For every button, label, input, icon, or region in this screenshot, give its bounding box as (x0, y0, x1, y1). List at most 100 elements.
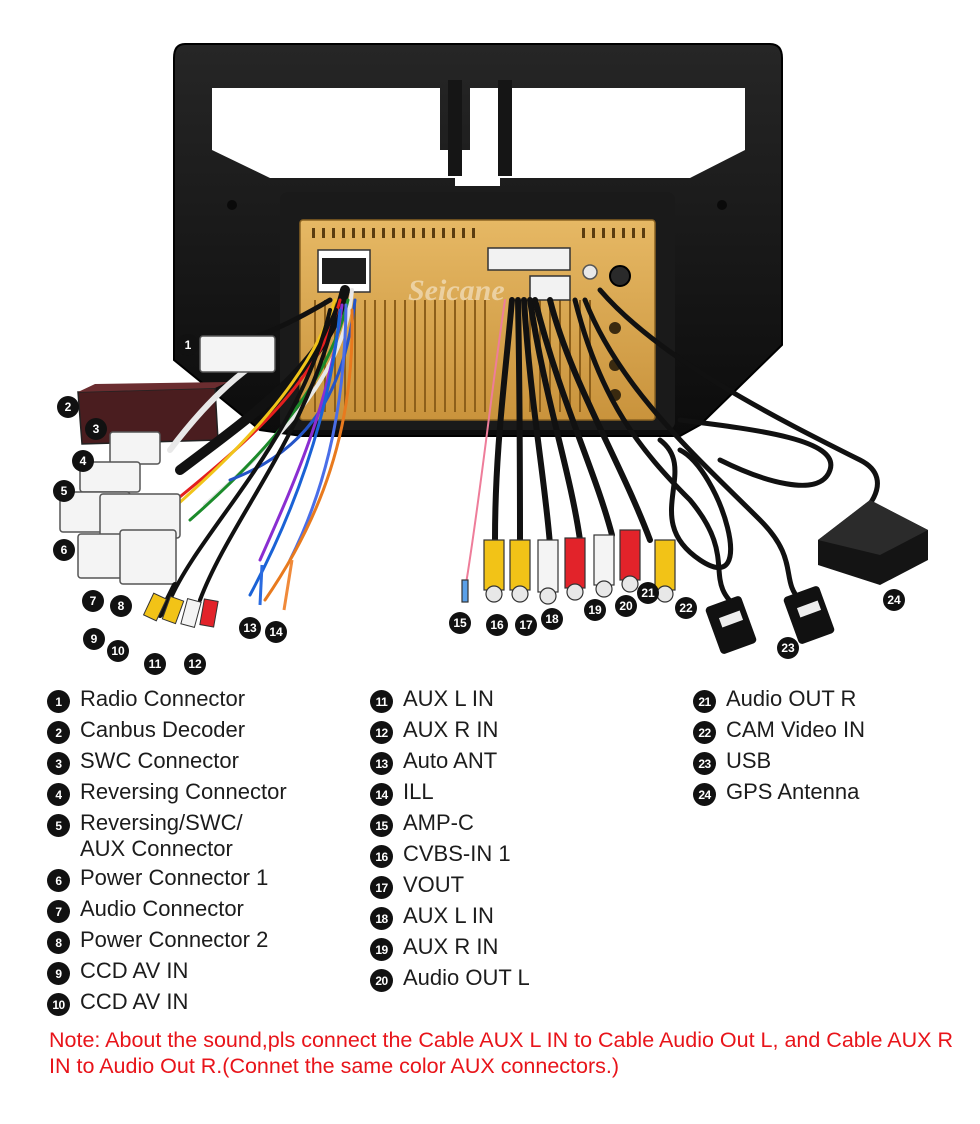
left-connectors (59, 335, 276, 585)
legend-label: CAM Video IN (726, 717, 865, 742)
legend-number: 20 (370, 969, 393, 992)
svg-text:9: 9 (91, 632, 98, 646)
legend-number: 5 (47, 814, 70, 837)
legend-number: 4 (47, 783, 70, 806)
legend-number: 10 (47, 993, 70, 1016)
callout-24: 24 (883, 589, 905, 611)
svg-text:19: 19 (588, 603, 602, 617)
legend-label: Audio OUT R (726, 686, 857, 711)
legend-number: 2 (47, 721, 70, 744)
head-unit-body (299, 219, 656, 421)
wiring-illustration: Seicane (53, 43, 928, 675)
legend-item: 21 Audio OUT R (693, 686, 865, 717)
legend-number: 21 (693, 690, 716, 713)
callout-12: 12 (184, 653, 206, 675)
svg-text:24: 24 (887, 593, 901, 607)
legend-label: Canbus Decoder (80, 717, 246, 742)
callout-9: 9 (83, 628, 105, 650)
svg-text:1: 1 (185, 338, 192, 352)
legend-number: 19 (370, 938, 393, 961)
product-photo: Seicane (53, 43, 928, 675)
legend-number: 17 (370, 876, 393, 899)
legend-label: AUX L IN (403, 686, 494, 711)
svg-text:12: 12 (188, 657, 202, 671)
legend-item: 5 Reversing/SWC/ AUX Connector (47, 810, 287, 865)
legend-number: 7 (47, 900, 70, 923)
legend-item: 3 SWC Connector (47, 748, 287, 779)
legend-item: 9 CCD AV IN (47, 958, 287, 989)
legend-label: CVBS-IN 1 (403, 841, 511, 866)
legend-number: 9 (47, 962, 70, 985)
legend-label: AUX R IN (403, 934, 499, 959)
callout-10: 10 (107, 640, 129, 662)
svg-text:21: 21 (641, 586, 655, 600)
svg-text:7: 7 (90, 594, 97, 608)
svg-text:11: 11 (149, 657, 162, 671)
callout-13: 13 (239, 617, 261, 639)
callout-19: 19 (584, 599, 606, 621)
legend-label: Reversing/SWC/ AUX Connector (80, 810, 243, 861)
svg-text:5: 5 (61, 484, 68, 498)
legend-label: VOUT (403, 872, 465, 897)
center-rca-plugs (461, 529, 676, 605)
svg-text:17: 17 (519, 618, 533, 632)
svg-text:18: 18 (545, 612, 559, 626)
callout-8: 8 (110, 595, 132, 617)
legend-item: 18 AUX L IN (370, 903, 530, 934)
legend-label: AUX R IN (403, 717, 499, 742)
svg-text:23: 23 (781, 641, 795, 655)
legend-label: Radio Connector (80, 686, 246, 711)
svg-text:16: 16 (490, 618, 504, 632)
legend-item: 22 CAM Video IN (693, 717, 865, 748)
legend-label: SWC Connector (80, 748, 239, 773)
left-rca-plugs (142, 559, 294, 628)
legend-number: 3 (47, 752, 70, 775)
callout-14: 14 (265, 621, 287, 643)
callout-3: 3 (85, 418, 107, 440)
legend-number: 8 (47, 931, 70, 954)
callout-17: 17 (515, 614, 537, 636)
sound-connection-note: Note: About the sound,pls connect the Ca… (49, 1028, 953, 1078)
callout-18: 18 (541, 608, 563, 630)
center-cables (464, 297, 653, 591)
legend-number: 14 (370, 783, 393, 806)
legend-label: ILL (403, 779, 434, 804)
legend-label: AUX L IN (403, 903, 494, 928)
legend-number: 23 (693, 752, 716, 775)
legend-number: 18 (370, 907, 393, 930)
callout-16: 16 (486, 614, 508, 636)
svg-text:2: 2 (65, 400, 72, 414)
legend-label: Audio OUT L (403, 965, 530, 990)
svg-text:13: 13 (243, 621, 257, 635)
callout-1: 1 (177, 334, 199, 356)
callout-6: 6 (53, 539, 75, 561)
legend-number: 13 (370, 752, 393, 775)
svg-text:15: 15 (453, 616, 467, 630)
gps-antenna-puck (818, 500, 928, 585)
legend-number: 24 (693, 783, 716, 806)
svg-text:4: 4 (80, 454, 87, 468)
legend-number: 6 (47, 869, 70, 892)
legend-label: CCD AV IN (80, 958, 189, 983)
legend-item: 17 VOUT (370, 872, 530, 903)
svg-text:6: 6 (61, 543, 68, 557)
callout-21: 21 (637, 582, 659, 604)
callout-5: 5 (53, 480, 75, 502)
svg-text:10: 10 (111, 644, 125, 658)
callout-20: 20 (615, 595, 637, 617)
legend-number: 22 (693, 721, 716, 744)
